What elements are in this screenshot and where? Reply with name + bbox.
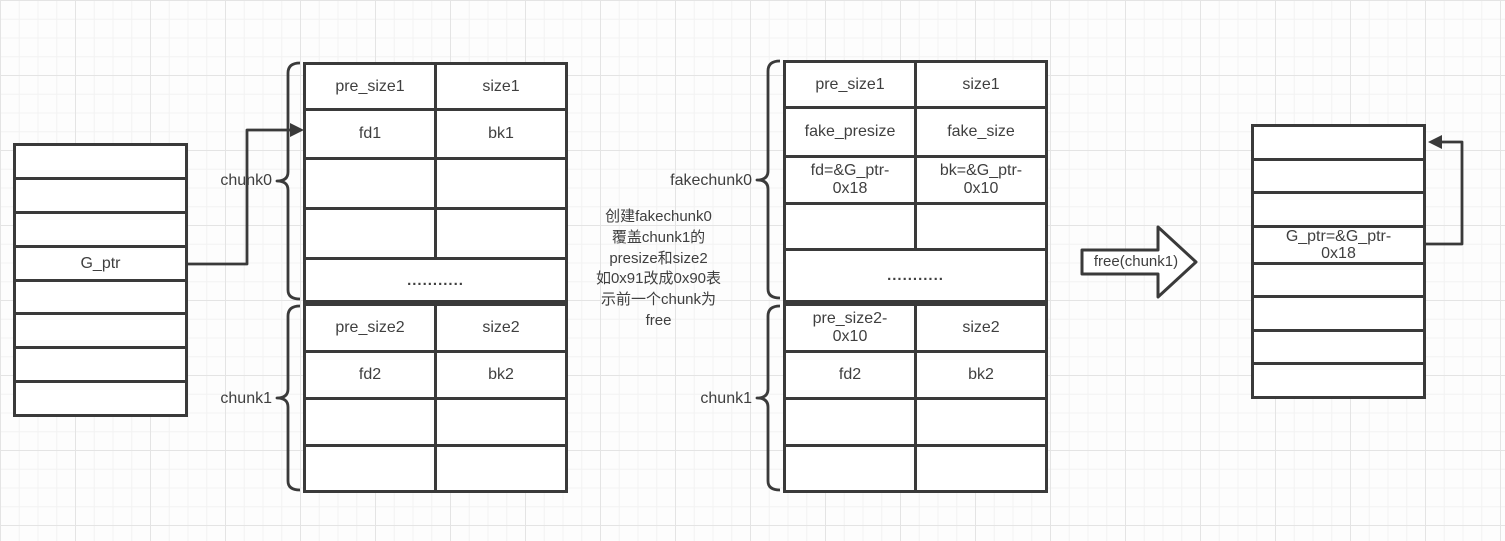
memory-cell [16,380,185,414]
chunk-row [306,444,565,490]
bk-cell: bk2 [914,353,1045,397]
chunk0-brace [275,61,301,301]
memory-cell [16,210,185,245]
size-cell: size1 [914,63,1045,106]
gptr-memory-table: G_ptr [13,143,188,417]
fakechunk0-table: pre_size1 size1 fake_presize fake_size f… [783,60,1048,303]
ellipsis-row: ........... [306,257,565,300]
result-memory-table: G_ptr=&G_ptr- 0x18 [1251,124,1426,399]
result-loop-connector [1426,140,1464,246]
memory-cell [16,278,185,313]
chunk1-brace [275,304,301,492]
memory-cell [1254,328,1423,363]
memory-cell [16,346,185,380]
data-cell [786,205,914,248]
fd-cell: fd1 [358,125,382,142]
size-cell: size2 [434,306,565,350]
chunk-row: fd2 bk2 [786,350,1045,397]
data-cell [434,400,565,444]
data-cell [434,210,565,257]
chunk-row: pre_size1 size1 [786,63,1045,106]
chunk-row [786,444,1045,490]
data-cell [786,447,914,490]
data-cell [914,205,1045,248]
gptr-to-fd1-connector [188,128,290,266]
initial-chunk0-table: pre_size1 size1 fd1 bk1 ........... [303,62,568,303]
data-cell [786,400,914,444]
memory-cell [1254,261,1423,296]
memory-cell [1254,362,1423,396]
presize-cell: pre_size1 [815,75,885,93]
data-cell [434,160,565,207]
memory-cell [16,146,185,177]
chunk-row [306,397,565,444]
chunk1-label: chunk1 [220,390,272,407]
fd-cell: fd2 [358,366,382,383]
chunk-row: fd1 bk1 [306,108,565,157]
gptr-cell: G_ptr [16,244,185,279]
exploit-annotation: 创建fakechunk0 覆盖chunk1的 presize和size2 如0x… [595,208,722,329]
initial-chunk1-table: pre_size2 size2 fd2 bk2 [303,303,568,493]
data-cell [306,210,434,257]
ellipsis-text: ........... [887,267,944,284]
presize-cell: pre_size1 [335,77,405,95]
memory-cell [1254,191,1423,225]
size-cell: size1 [434,65,565,108]
presize-cell: pre_size2 [335,319,405,336]
memory-cell [1254,157,1423,192]
chunk-row [306,157,565,207]
chunk-row [786,202,1045,248]
arrowhead-right-icon [290,123,304,137]
faked-chunk1-table: pre_size2- 0x10 size2 fd2 bk2 [783,303,1048,493]
bk-cell: bk1 [434,111,565,157]
memory-cell [16,312,185,346]
bk-cell: bk2 [434,353,565,397]
chunk-row: pre_size2 size2 [306,306,565,350]
fake-presize-cell: fake_presize [804,123,896,140]
data-cell [914,400,1045,444]
fakechunk0-label: fakechunk0 [670,172,752,189]
presize-cell: pre_size2- 0x10 [812,310,888,345]
chunk-row [786,397,1045,444]
fake-size-cell: fake_size [914,109,1045,155]
memory-cell [1254,127,1423,158]
fakechunk0-brace [755,59,781,300]
data-cell [306,400,434,444]
chunk-row: fd=&G_ptr- 0x18 bk=&G_ptr- 0x10 [786,155,1045,202]
size-cell: size2 [914,306,1045,350]
data-cell [306,160,434,207]
ellipsis-text: ........... [407,271,464,289]
memory-cell [16,176,185,211]
free-arrow-label: free(chunk1) [1093,253,1179,270]
fd-cell: fd2 [838,366,862,383]
chunk-row: pre_size2- 0x10 size2 [786,306,1045,350]
chunk-row: pre_size1 size1 [306,65,565,108]
data-cell [434,447,565,490]
chunk0-label: chunk0 [220,172,272,189]
gptr-result-cell: G_ptr=&G_ptr- 0x18 [1254,224,1423,262]
data-cell [306,447,434,490]
fd-cell: fd=&G_ptr- 0x18 [810,162,890,197]
chunk-row: fd2 bk2 [306,350,565,397]
chunk-row [306,207,565,257]
memory-cell [1254,295,1423,329]
chunk-row: fake_presize fake_size [786,106,1045,155]
fake-chunk1-label: chunk1 [700,390,752,407]
fake-chunk1-brace [755,304,781,492]
data-cell [914,447,1045,490]
free-block-arrow [1080,225,1198,299]
arrowhead-left-icon [1428,135,1442,149]
ellipsis-row: ........... [786,248,1045,300]
bk-cell: bk=&G_ptr- 0x10 [914,158,1045,202]
